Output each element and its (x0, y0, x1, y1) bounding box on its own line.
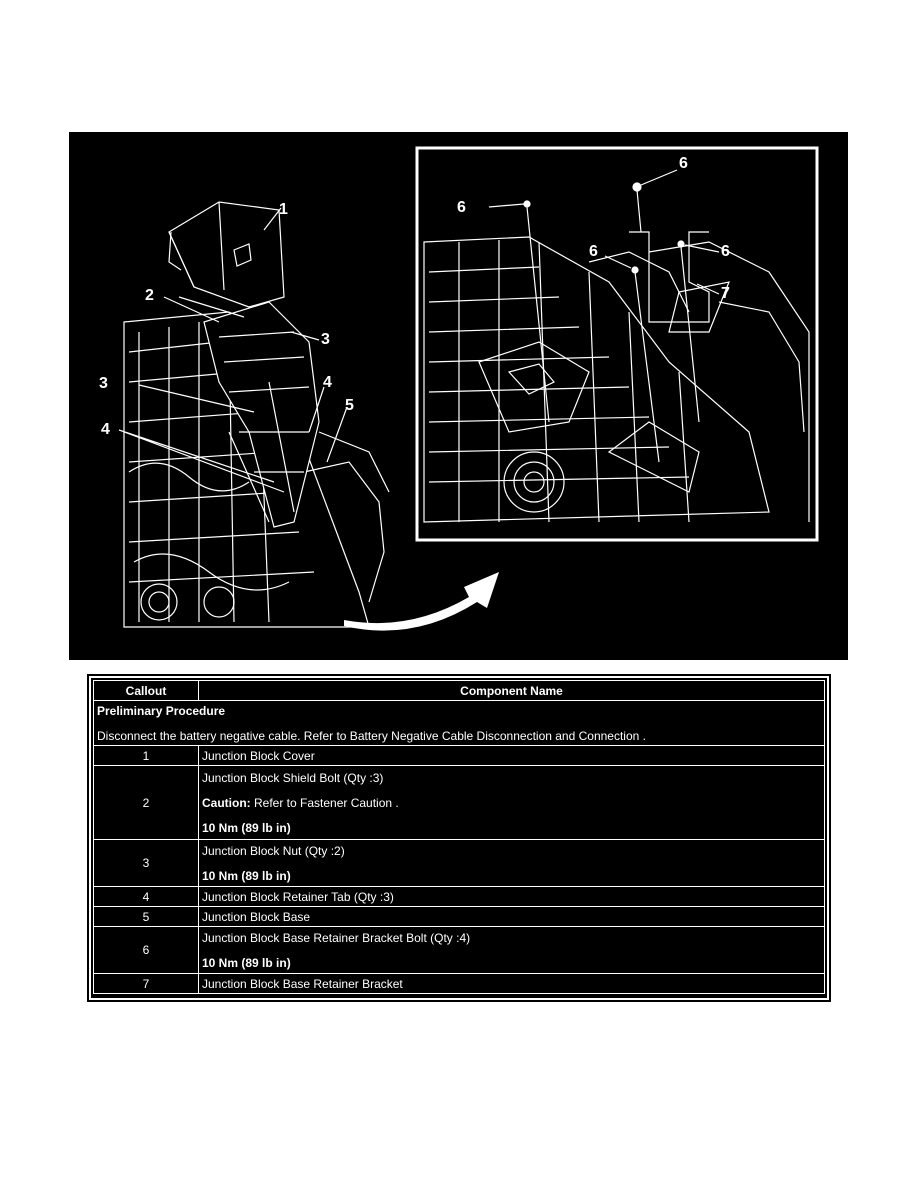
torque-spec: 10 Nm (89 lb in) (202, 820, 291, 835)
table-row: 2 Junction Block Shield Bolt (Qty :3) Ca… (93, 765, 825, 840)
preliminary-row: Preliminary Procedure Disconnect the bat… (93, 700, 825, 746)
callout-cell: 5 (93, 906, 199, 927)
component-cell: Junction Block Base Retainer Bracket (198, 973, 825, 994)
caution-label: Caution: (202, 795, 251, 810)
callout-label-6-right: 6 (721, 243, 730, 260)
table-row: 4 Junction Block Retainer Tab (Qty :3) (93, 886, 825, 907)
component-name: Junction Block Base Retainer Bracket Bol… (202, 930, 471, 945)
component-name: Junction Block Shield Bolt (Qty :3) (202, 770, 384, 785)
torque-spec: 10 Nm (89 lb in) (202, 955, 291, 970)
caution-line: Caution: Refer to Fastener Caution . (202, 796, 821, 810)
illustration-drawing (118, 146, 819, 631)
preliminary-text: Disconnect the battery negative cable. R… (97, 728, 646, 743)
preliminary-cell: Preliminary Procedure Disconnect the bat… (93, 700, 825, 746)
callout-label-4-left: 4 (101, 421, 110, 438)
callout-label-6-left: 6 (457, 199, 466, 216)
callout-label-7: 7 (721, 285, 730, 302)
callout-label-2: 2 (145, 287, 154, 304)
preliminary-title: Preliminary Procedure (97, 703, 226, 718)
table-row: 5 Junction Block Base (93, 906, 825, 927)
component-cell: Junction Block Retainer Tab (Qty :3) (198, 886, 825, 907)
component-cell: Junction Block Base Retainer Bracket Bol… (198, 926, 825, 974)
component-table: Callout Component Name Preliminary Proce… (87, 674, 831, 1002)
callout-cell: 4 (93, 886, 199, 907)
table-row: 6 Junction Block Base Retainer Bracket B… (93, 926, 825, 974)
table-row: 1 Junction Block Cover (93, 745, 825, 766)
component-cell: Junction Block Shield Bolt (Qty :3) Caut… (198, 765, 825, 840)
table-header-row: Callout Component Name (93, 680, 825, 701)
component-name-header: Component Name (198, 680, 825, 701)
left-drawing (118, 201, 390, 628)
callout-label-3-left: 3 (99, 375, 108, 392)
component-cell: Junction Block Base (198, 906, 825, 927)
component-name: Junction Block Nut (Qty :2) (202, 843, 345, 858)
callout-cell: 3 (93, 839, 199, 887)
inset-drawing (423, 169, 810, 523)
callout-label-6-middle: 6 (589, 243, 598, 260)
callout-header: Callout (93, 680, 199, 701)
component-cell: Junction Block Nut (Qty :2) 10 Nm (89 lb… (198, 839, 825, 887)
callout-label-4-right: 4 (323, 374, 332, 391)
zoom-arrow (344, 572, 499, 631)
callout-cell: 2 (93, 765, 199, 840)
illustration: 1 2 3 3 4 4 5 6 6 6 6 7 (69, 132, 848, 660)
callout-label-1: 1 (279, 201, 288, 218)
torque-spec: 10 Nm (89 lb in) (202, 868, 291, 883)
table-row: 7 Junction Block Base Retainer Bracket (93, 973, 825, 994)
callout-label-5: 5 (345, 397, 354, 414)
callout-label-3-right: 3 (321, 331, 330, 348)
callout-label-6-top: 6 (679, 155, 688, 172)
component-table-grid: Callout Component Name Preliminary Proce… (93, 680, 825, 994)
component-cell: Junction Block Cover (198, 745, 825, 766)
callout-cell: 7 (93, 973, 199, 994)
callout-cell: 6 (93, 926, 199, 974)
detail-inset (415, 146, 819, 542)
table-row: 3 Junction Block Nut (Qty :2) 10 Nm (89 … (93, 839, 825, 887)
caution-text: Refer to Fastener Caution . (250, 795, 399, 810)
callout-cell: 1 (93, 745, 199, 766)
